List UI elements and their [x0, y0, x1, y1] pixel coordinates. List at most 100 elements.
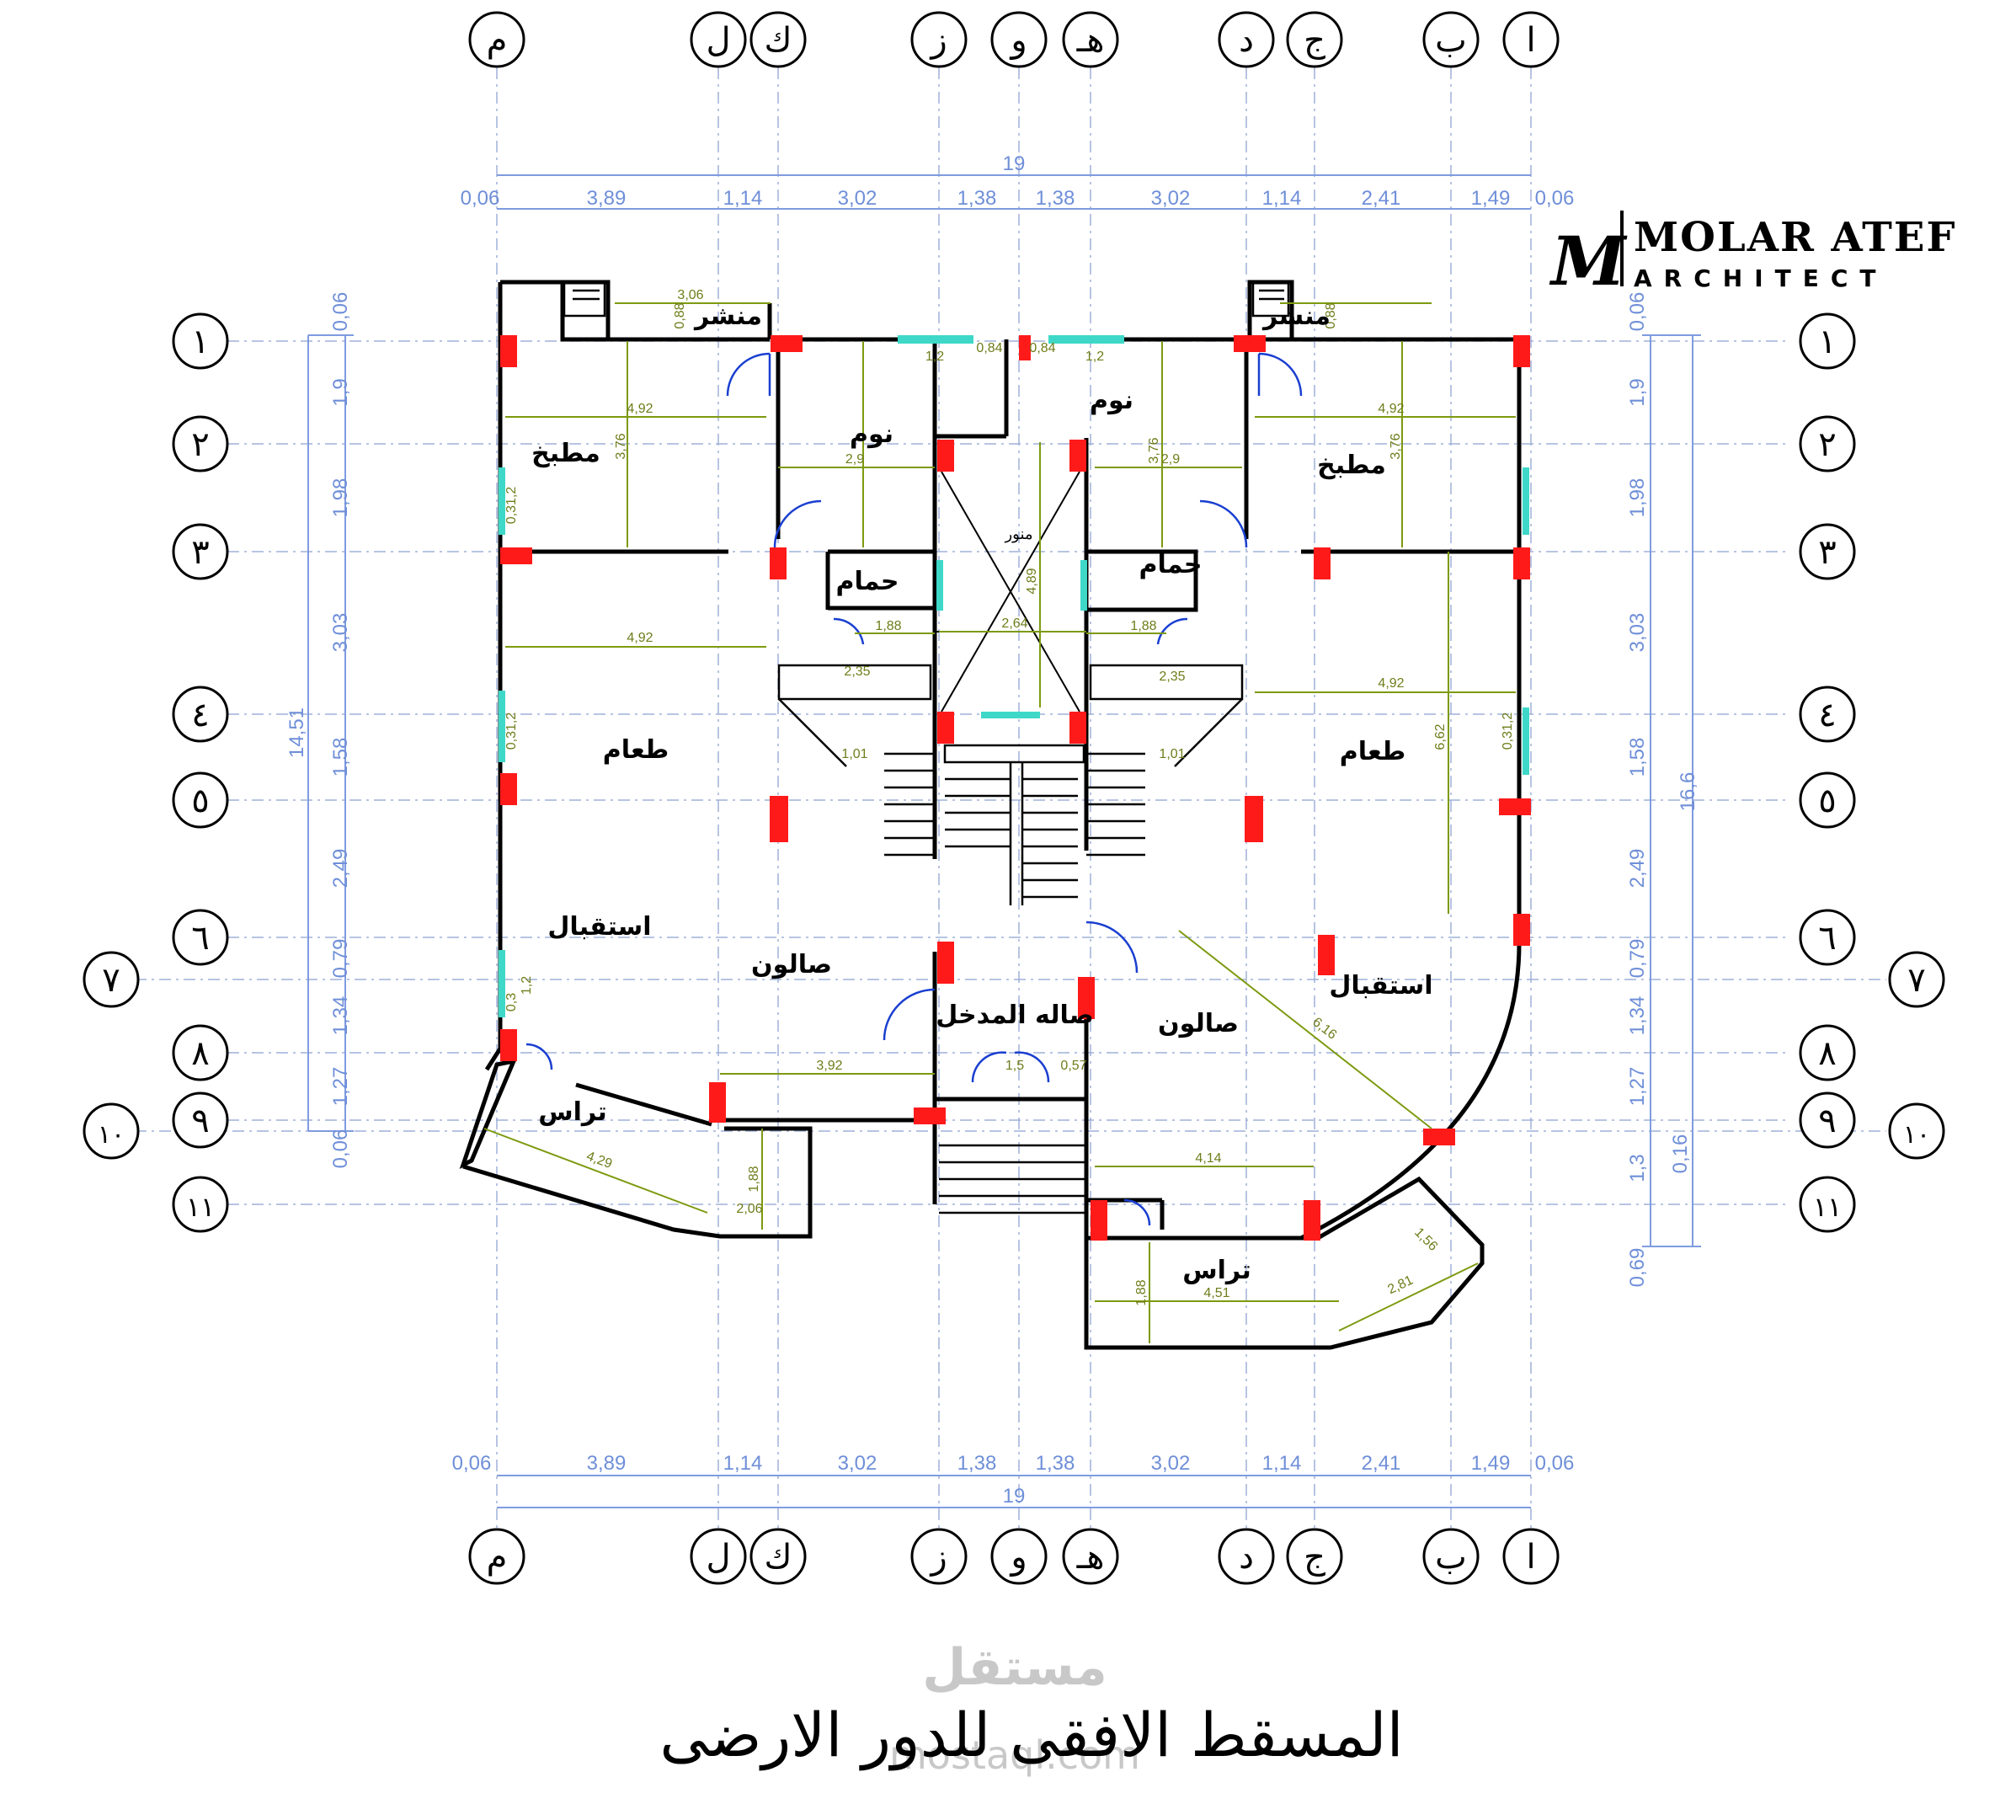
- stairs: [563, 280, 1290, 1214]
- dim: 1,14: [1262, 1452, 1302, 1475]
- inner-dim: 2,64: [1001, 616, 1027, 631]
- inner-dim: 4,92: [627, 402, 653, 416]
- axis-label: ٩: [1818, 1102, 1836, 1140]
- inner-dim: 3,76: [1147, 437, 1161, 463]
- dim: 0,69: [1626, 1248, 1649, 1288]
- axis-label: ١١: [186, 1191, 215, 1223]
- axis-labels-top: ا ب ج د هـ و ز ك ل م: [487, 21, 1536, 61]
- logo-name: MOLAR ATEF: [1634, 214, 1957, 261]
- dim: 0,06: [329, 292, 352, 332]
- inner-dim: 3,76: [1389, 433, 1403, 459]
- axis-label: هـ: [1076, 21, 1105, 60]
- dim-total: 14,51: [285, 707, 308, 758]
- inner-dim: 0,31,2: [504, 487, 519, 525]
- axis-label: د: [1239, 1538, 1254, 1577]
- room-dining-right: طعام: [1340, 737, 1405, 766]
- axis-label: ز: [929, 1538, 947, 1577]
- dim: 2,41: [1362, 187, 1401, 210]
- dim: 2,49: [1626, 849, 1649, 889]
- dim: 0,06: [1626, 292, 1649, 332]
- room-terrace-right: تراس: [1182, 1256, 1251, 1285]
- dim: 3,02: [838, 1452, 877, 1475]
- dim: 0,06: [452, 1452, 492, 1475]
- inner-dim: 0,3: [504, 993, 519, 1011]
- windows: [499, 335, 1529, 1017]
- axis-label: ز: [929, 21, 947, 60]
- dim: 0,79: [329, 939, 352, 979]
- inner-dim: 1,2: [520, 976, 534, 995]
- dim: 1,38: [1036, 1452, 1075, 1475]
- axis-label: ٧: [102, 961, 120, 1000]
- inner-dim: 4,92: [627, 631, 653, 645]
- inner-dim: 2,35: [844, 664, 870, 679]
- room-reception-right: استقبال: [1329, 971, 1432, 1001]
- room-bedroom-left: نوم: [850, 419, 893, 449]
- dim: 2,49: [329, 849, 352, 889]
- axis-label: ١٠: [98, 1120, 125, 1150]
- inner-dim: 1,5: [1005, 1059, 1024, 1073]
- inner-dim-lines: [483, 302, 1516, 1343]
- axis-label: ٥: [191, 782, 209, 820]
- dim: 1,38: [957, 1452, 997, 1475]
- axis-label: د: [1239, 21, 1254, 60]
- axis-label: هـ: [1076, 1538, 1105, 1577]
- dim: 0,06: [1535, 1452, 1575, 1475]
- dim: 0,16: [1669, 1134, 1692, 1174]
- inner-dim: 0,31,2: [1501, 713, 1515, 750]
- dim: 0,06: [329, 1129, 352, 1169]
- architect-logo: M MOLAR ATEF ARCHITECT: [1549, 211, 1957, 301]
- dim: 0,06: [1535, 187, 1575, 210]
- dimension-lines: [307, 174, 1701, 1508]
- axis-label: ب: [1435, 21, 1467, 60]
- inner-dim: 3,06: [677, 288, 703, 302]
- dim: 1,27: [1626, 1067, 1649, 1107]
- dim-total: 16,6: [1677, 772, 1699, 812]
- inner-dim: 4,14: [1195, 1151, 1221, 1166]
- axis-label: ١: [1818, 323, 1836, 361]
- axis-label: م: [487, 21, 508, 60]
- axis-labels-bottom: ا ب ج د هـ و ز ك ل م: [487, 1538, 1536, 1577]
- doors: [525, 352, 1303, 1226]
- room-labels: منشر منشر مطبخ مطبخ نوم نوم حمام حمام من…: [531, 302, 1432, 1285]
- room-kitchen-right: مطبخ: [1317, 451, 1386, 480]
- room-laundry-right: منشر: [1261, 302, 1331, 331]
- dim: 3,89: [587, 187, 627, 210]
- axis-labels-side: ١ ١ ٢ ٢ ٣ ٣ ٤ ٤ ٥ ٥ ٦ ٦ ٧ ٧ ٨ ٨ ٩ ٩ ١٠ ١…: [98, 323, 1930, 1223]
- inner-dim: 6,62: [1433, 723, 1448, 750]
- dim: 1,58: [1626, 738, 1649, 777]
- room-terrace-left: تراس: [538, 1097, 607, 1127]
- dims-left: 14,51 0,06 1,9 1,98 3,03 1,58 2,49 0,79 …: [285, 292, 352, 1169]
- dim: 3,02: [1151, 187, 1191, 210]
- axis-label: ٩: [191, 1102, 209, 1140]
- inner-dim: 0,84: [1029, 341, 1055, 355]
- dim: 1,38: [1036, 187, 1075, 210]
- axis-label: ٤: [1818, 696, 1836, 734]
- inner-dim: 3,92: [816, 1059, 842, 1073]
- dim: 1,9: [1626, 378, 1649, 406]
- axis-label: ٨: [1818, 1034, 1836, 1073]
- inner-dim: 4,89: [1025, 568, 1039, 594]
- axis-label: ل: [706, 1538, 730, 1577]
- columns: [500, 335, 1531, 1241]
- room-reception-left: استقبال: [547, 912, 651, 942]
- axis-bubbles-top: [468, 11, 1560, 68]
- inner-dim: 4,51: [1203, 1286, 1229, 1300]
- axis-label: ٢: [1818, 425, 1836, 464]
- dim: 3,02: [1151, 1452, 1191, 1475]
- inner-dim: 3,76: [614, 433, 628, 459]
- room-bath-right: حمام: [1139, 550, 1203, 579]
- logo-subtitle: ARCHITECT: [1634, 264, 1888, 292]
- axis-label: ٣: [191, 533, 209, 572]
- dim: 1,3: [1626, 1154, 1649, 1182]
- dim: 1,9: [329, 378, 352, 406]
- inner-dim: 2,9: [845, 452, 864, 467]
- inner-dim: 2,81: [1385, 1273, 1415, 1298]
- dim-total: 19: [1003, 152, 1026, 175]
- inner-dim: 0,31,2: [504, 713, 519, 750]
- inner-dim: 1,56: [1411, 1225, 1440, 1254]
- dim: 3,89: [587, 1452, 627, 1475]
- axis-label: ٢: [191, 425, 209, 464]
- dim: 1,34: [1626, 996, 1649, 1036]
- axis-label: ١: [191, 323, 209, 361]
- inner-dim: 2,35: [1159, 670, 1185, 684]
